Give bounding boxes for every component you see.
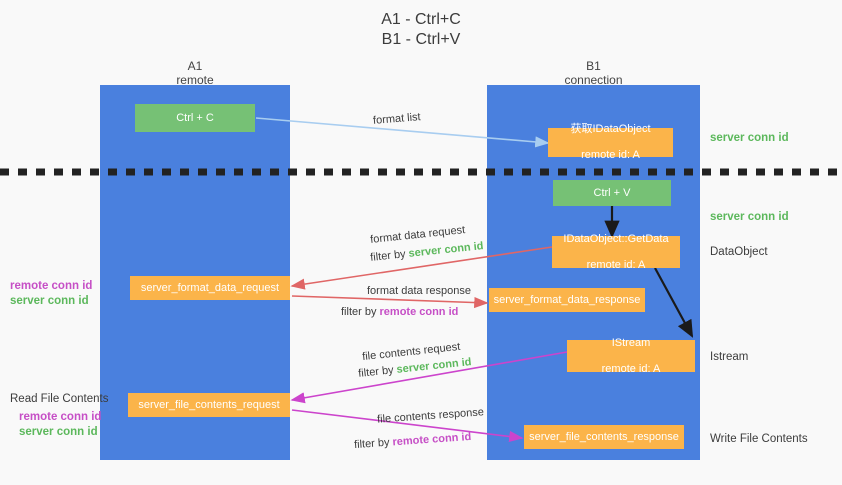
box-server-file-contents-request[interactable]: server_file_contents_request <box>128 393 290 417</box>
left-label-read-file-contents: Read File Contents <box>10 393 109 405</box>
box-server-file-contents-response-label: server_file_contents_response <box>529 430 679 443</box>
filter-value-2: remote conn id <box>379 306 459 318</box>
box-server-file-contents-response[interactable]: server_file_contents_response <box>524 425 684 449</box>
filter-value-4: remote conn id <box>392 430 472 449</box>
annotation-format-list: format list <box>372 111 422 127</box>
left-label-server-conn-id-2: server conn id <box>19 426 98 438</box>
box-server-format-data-response[interactable]: server_format_data_response <box>489 288 645 312</box>
box-istream-line2: remote id: A <box>601 362 661 375</box>
box-istream-line1: IStream <box>611 336 651 349</box>
column-b1-role: connection <box>564 73 623 87</box>
filter-prefix-4: filter by <box>353 436 393 452</box>
left-label-server-conn-id-1: server conn id <box>10 295 89 307</box>
box-getdata-line2: remote id: A <box>586 258 646 271</box>
box-ole-idataobject[interactable]: 获取IDataObject remote id: A <box>548 123 673 161</box>
box-ctrl-v-label: Ctrl + V <box>593 186 631 199</box>
box-server-format-data-request[interactable]: server_format_data_request <box>130 276 290 300</box>
box-ctrl-c-label: Ctrl + C <box>176 111 214 124</box>
column-header-b1: B1 connection <box>487 59 700 87</box>
right-label-dataobject: DataObject <box>710 246 768 258</box>
box-idataobject-getdata[interactable]: IDataObject::GetData remote id: A <box>552 232 680 271</box>
column-header-a1: A1 remote <box>100 59 290 87</box>
left-label-remote-conn-id-2: remote conn id <box>19 411 102 423</box>
box-ctrl-v[interactable]: Ctrl + V <box>553 180 671 206</box>
box-getdata-line1: IDataObject::GetData <box>563 232 669 245</box>
annotation-format-data-response: format data response <box>367 285 471 297</box>
filter-value-1: server conn id <box>407 240 485 260</box>
box-server-format-data-request-label: server_format_data_request <box>140 281 280 294</box>
column-a1-role: remote <box>176 73 214 87</box>
box-ole-idataobject-line2: remote id: A <box>581 149 640 161</box>
title-line-2: B1 - Ctrl+V <box>381 31 461 48</box>
page-title: A1 - Ctrl+C B1 - Ctrl+V <box>0 10 842 50</box>
right-label-write-file-contents: Write File Contents <box>710 433 808 445</box>
column-a1-name: A1 <box>187 59 203 73</box>
title-line-1: A1 - Ctrl+C <box>381 11 461 28</box>
box-server-format-data-response-label: server_format_data_response <box>493 293 641 306</box>
box-server-file-contents-request-label: server_file_contents_request <box>138 398 280 411</box>
right-label-istream: Istream <box>710 351 749 363</box>
box-ctrl-c[interactable]: Ctrl + C <box>135 104 255 132</box>
filter-prefix-2: filter by <box>341 306 380 318</box>
annotation-file-contents-response-filter: filter by remote conn id <box>354 430 472 452</box>
box-istream[interactable]: IStream remote id: A <box>567 336 695 375</box>
right-label-server-conn-id-1: server conn id <box>710 132 789 144</box>
filter-prefix-1: filter by <box>369 247 410 264</box>
box-ole-idataobject-line1: 获取IDataObject <box>570 123 651 135</box>
annotation-format-data-response-filter: filter by remote conn id <box>341 305 458 319</box>
left-label-remote-conn-id-1: remote conn id <box>10 280 93 292</box>
annotation-file-contents-response: file contents response <box>376 406 485 426</box>
column-b1-name: B1 <box>586 59 601 73</box>
right-label-server-conn-id-2: server conn id <box>710 211 789 223</box>
filter-prefix-3: filter by <box>357 363 398 380</box>
